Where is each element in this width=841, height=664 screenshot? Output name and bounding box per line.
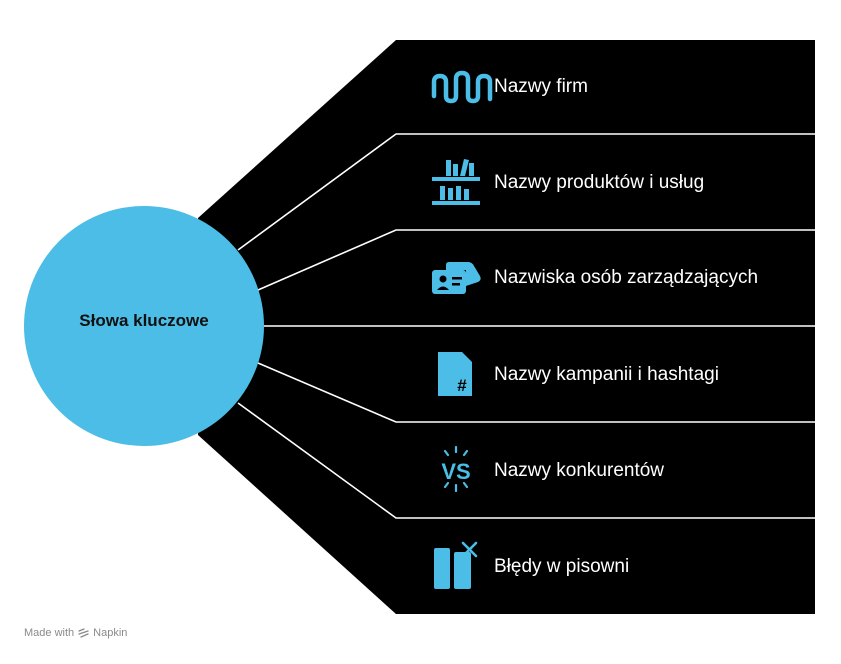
- svg-text:VS: VS: [441, 459, 470, 484]
- made-with-text: Made with: [24, 627, 75, 639]
- fan-panel: [198, 40, 815, 614]
- footer-credit: Made with Napkin: [24, 627, 127, 639]
- separator-5: [237, 402, 815, 519]
- center-label: Słowa kluczowe: [79, 311, 209, 330]
- center-circle: [24, 206, 264, 446]
- item-label-3: Nazwiska osób zarządzających: [494, 267, 759, 288]
- separator-lines: [237, 133, 815, 519]
- item-label-5: Nazwy konkurentów: [494, 460, 665, 481]
- napkin-brand-text: Napkin: [93, 627, 128, 639]
- hashtag-document-icon: #: [438, 352, 472, 396]
- id-card-icon: [432, 262, 481, 294]
- bookshelf-icon: [432, 159, 480, 205]
- versus-icon: VS: [441, 445, 471, 493]
- book-error-icon: [434, 541, 478, 589]
- item-label-1: Nazwy firm: [494, 76, 588, 97]
- item-label-6: Błędy w pisowni: [494, 556, 630, 577]
- napkin-logo-icon: [78, 627, 89, 638]
- svg-text:#: #: [457, 376, 467, 395]
- item-label-4: Nazwy kampanii i hashtagi: [494, 364, 719, 385]
- separator-4: [257, 362, 815, 423]
- columns-wave-icon: [431, 70, 493, 104]
- separator-2: [257, 229, 815, 291]
- separator-1: [237, 133, 815, 251]
- item-label-2: Nazwy produktów i usług: [494, 172, 705, 193]
